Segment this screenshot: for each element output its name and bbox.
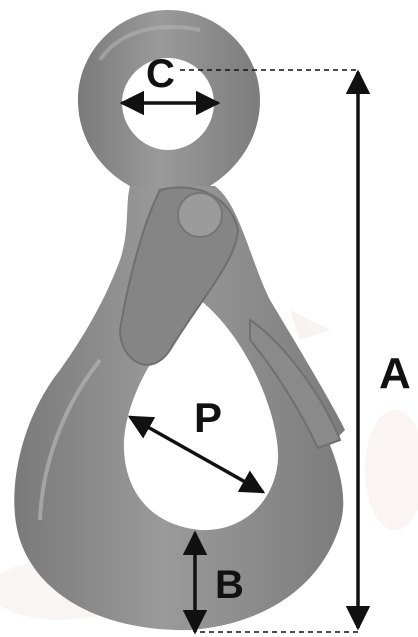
hook-highlight: [38, 358, 102, 521]
dimension-p: P: [127, 394, 266, 494]
hook-shank-and-bowl: [14, 186, 346, 631]
hook-tip: [249, 318, 342, 450]
label-a: A: [379, 349, 411, 398]
label-p: P: [194, 394, 222, 441]
eye-highlight: [98, 25, 201, 62]
hook-eye: [78, 10, 260, 186]
dimension-c: C: [119, 52, 358, 116]
dimension-b: B: [182, 530, 244, 635]
latch-rivet: [177, 192, 223, 238]
hook-body: [14, 10, 346, 631]
dimension-a: A: [200, 69, 411, 633]
label-c: C: [146, 52, 175, 96]
label-b: B: [215, 563, 244, 607]
